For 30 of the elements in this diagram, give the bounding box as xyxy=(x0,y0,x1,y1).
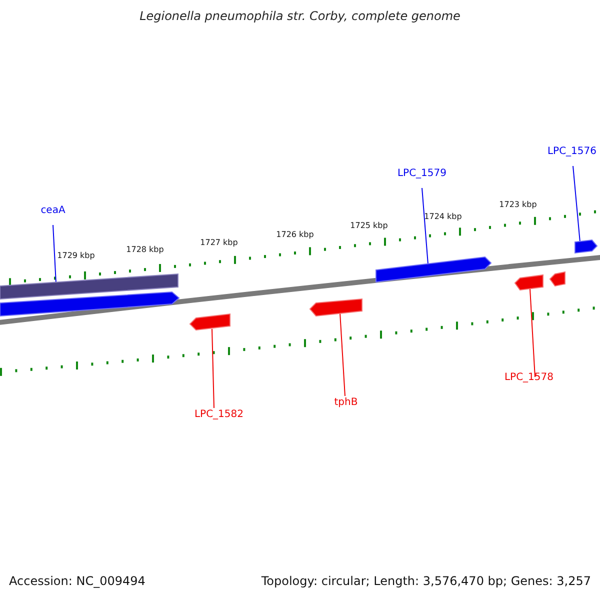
leader-line xyxy=(422,188,428,264)
gene-label: LPC_1579 xyxy=(397,168,447,180)
gene-feature xyxy=(309,298,362,317)
gene-feature xyxy=(549,271,566,287)
leader-line xyxy=(212,328,214,408)
gene-label: LPC_1582 xyxy=(194,409,244,421)
scale-label: 1728 kbp xyxy=(126,245,164,255)
gene-label: LPC_1578 xyxy=(504,372,554,384)
gene-label: tphB xyxy=(334,397,358,409)
scale-label: 1724 kbp xyxy=(424,212,462,222)
gene-feature xyxy=(376,256,492,283)
leader-line xyxy=(52,224,56,284)
scale-label: 1726 kbp xyxy=(276,230,314,240)
gene-feature xyxy=(0,273,178,300)
scale-label: 1729 kbp xyxy=(57,251,95,261)
gene-label: ceaA xyxy=(40,205,66,217)
scale-label: 1725 kbp xyxy=(350,221,388,231)
gene-label: LPC_1576 xyxy=(547,146,597,158)
scale-label: 1727 kbp xyxy=(200,238,238,248)
leader-line xyxy=(572,166,580,242)
gene-feature xyxy=(574,239,598,254)
title: Legionella pneumophila str. Corby, complete genome xyxy=(140,9,460,24)
leader-line xyxy=(530,288,536,378)
accession-text: Accession: NC_009494 xyxy=(9,574,146,588)
gene-feature xyxy=(514,274,544,291)
gene-feature xyxy=(0,291,180,317)
genome-info-text: Topology: circular; Length: 3,576,470 bp; Genes: 3,257 xyxy=(261,574,591,588)
scale-label: 1723 kbp xyxy=(499,200,537,210)
gene-feature xyxy=(189,313,230,331)
leader-line xyxy=(340,312,346,396)
